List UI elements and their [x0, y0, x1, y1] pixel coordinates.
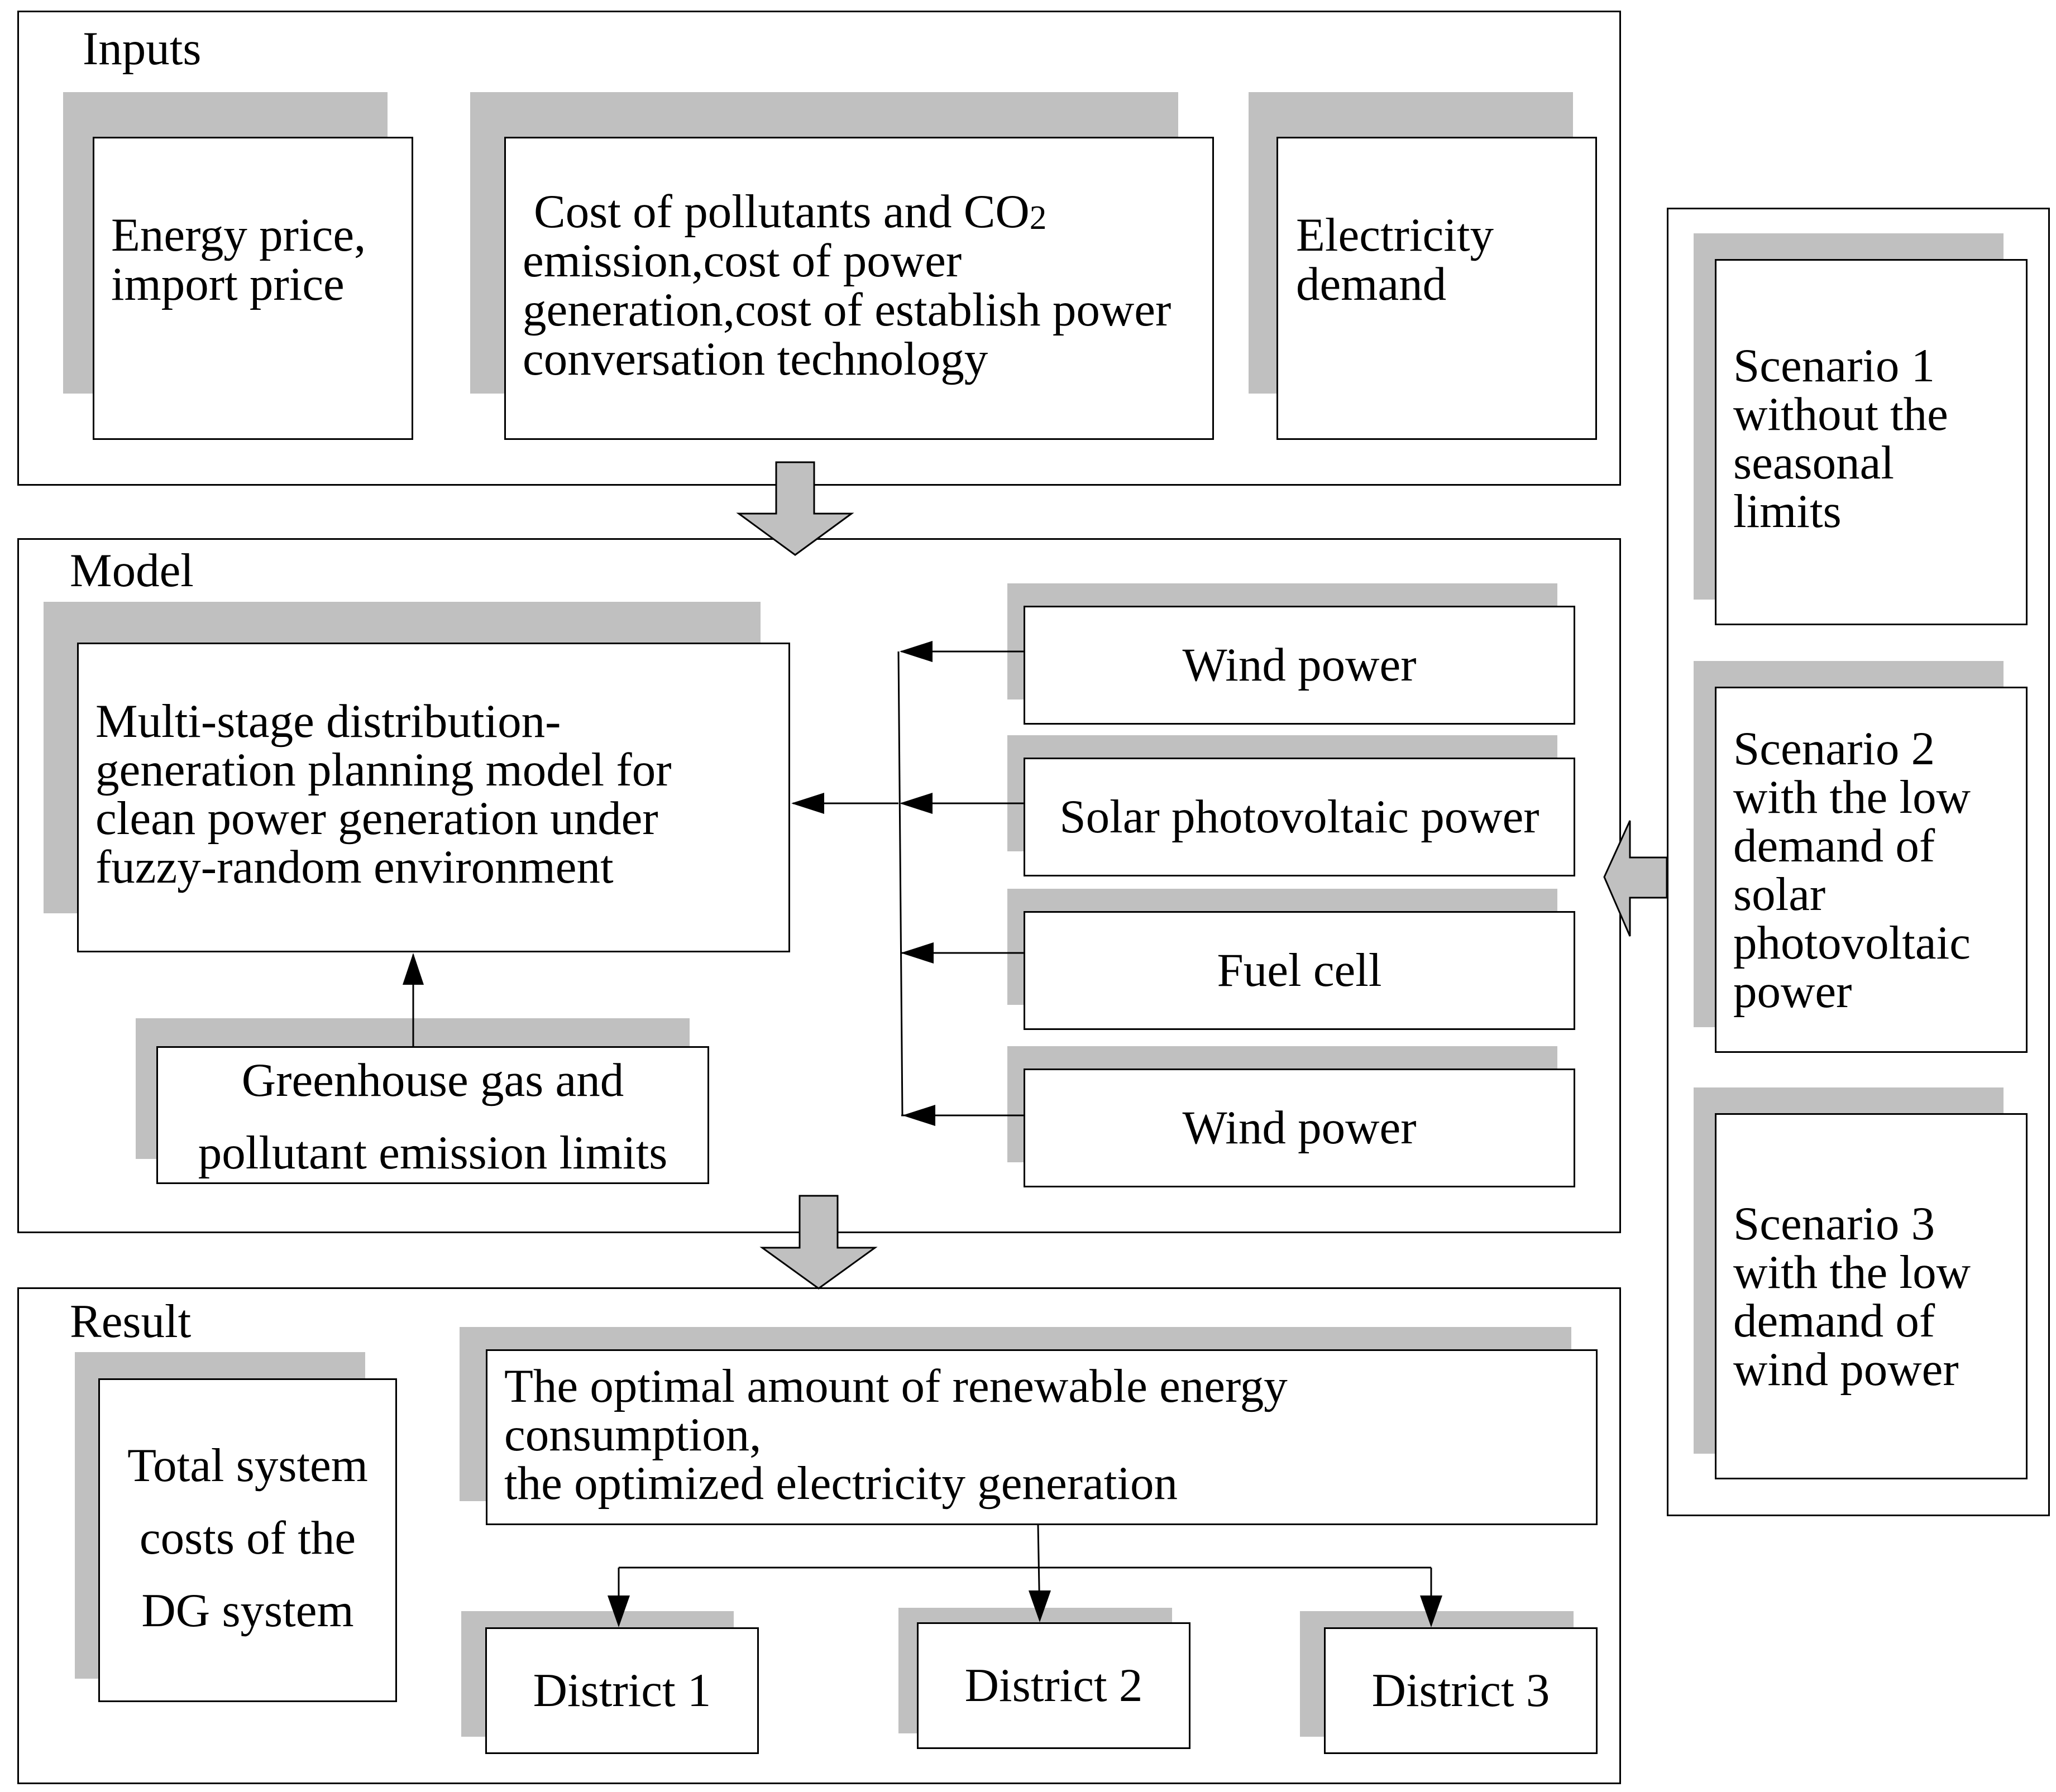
total-costs-box: Total system costs of the DG system — [98, 1378, 397, 1702]
scenario-line: demand of — [1733, 1295, 1935, 1347]
cost-line: Cost of pollutants and CO2 — [534, 185, 1047, 238]
optimal-line: the optimized electricity generation — [504, 1457, 1178, 1510]
model-box: Multi-stage distribution- generation pla… — [77, 643, 790, 952]
inputs-panel-title: Inputs — [83, 22, 202, 75]
scenario-3-box: Scenario 3 with the low demand of wind p… — [1715, 1113, 2028, 1479]
cost-line: conversation technology — [523, 333, 988, 385]
scenario-1-box: Scenario 1 without the seasonal limits — [1715, 259, 2028, 625]
scenario-line: solar — [1733, 868, 1826, 921]
electricity-demand-line: Electricity — [1296, 209, 1494, 261]
electricity-demand-box: Electricity demand — [1276, 137, 1597, 440]
district-2-box: District 2 — [917, 1622, 1190, 1749]
optimal-line: The optimal amount of renewable energy — [504, 1360, 1288, 1412]
co2-subscript: 2 — [1029, 199, 1047, 237]
electricity-demand-line: demand — [1296, 258, 1447, 310]
model-line: fuzzy-random environment — [95, 841, 614, 893]
scenario-line: Scenario 3 — [1733, 1197, 1935, 1250]
limits-box: Greenhouse gas and pollutant emission li… — [156, 1046, 709, 1184]
energy-price-line: import price — [111, 258, 345, 310]
optimal-box: The optimal amount of renewable energy c… — [486, 1349, 1598, 1525]
limits-line: pollutant emission limits — [198, 1127, 668, 1179]
scenario-line: limits — [1733, 485, 1842, 538]
fuel-cell-box: Fuel cell — [1024, 911, 1575, 1030]
limits-line: Greenhouse gas and — [241, 1054, 624, 1106]
solar-photovoltaic-box: Solar photovoltaic power — [1024, 758, 1575, 876]
model-panel-title: Model — [70, 544, 194, 597]
total-costs-line: DG system — [141, 1584, 354, 1637]
wind-power-box: Wind power — [1024, 606, 1575, 725]
scenario-line: with the low — [1733, 771, 1971, 823]
result-panel-title: Result — [70, 1295, 192, 1348]
scenario-line: seasonal — [1733, 437, 1894, 489]
cost-line: generation,cost of establish power — [523, 284, 1172, 336]
scenario-line: demand of — [1733, 820, 1935, 872]
district-3-box: District 3 — [1324, 1627, 1598, 1754]
scenario-line: Scenario 2 — [1733, 722, 1935, 775]
cost-box: Cost of pollutants and CO2 emission,cost… — [504, 137, 1214, 440]
scenario-line: Scenario 1 — [1733, 339, 1935, 392]
total-costs-line: costs of the — [139, 1512, 356, 1564]
scenario-line: power — [1733, 965, 1852, 1018]
energy-price-line: Energy price, — [111, 209, 366, 261]
wind-power-box: Wind power — [1024, 1069, 1575, 1187]
scenario-line: wind power — [1733, 1343, 1959, 1396]
model-line: clean power generation under — [95, 792, 658, 845]
model-line: generation planning model for — [95, 744, 672, 796]
energy-price-box: Energy price, import price — [93, 137, 413, 440]
total-costs-line: Total system — [127, 1439, 368, 1492]
model-line: Multi-stage distribution- — [95, 695, 561, 748]
scenario-line: without the — [1733, 388, 1948, 440]
scenario-2-box: Scenario 2 with the low demand of solar … — [1715, 687, 2028, 1053]
cost-line: emission,cost of power — [523, 234, 962, 287]
scenario-line: photovoltaic — [1733, 917, 1971, 969]
scenario-line: with the low — [1733, 1246, 1971, 1299]
district-1-box: District 1 — [485, 1627, 759, 1754]
optimal-line: consumption, — [504, 1408, 762, 1461]
